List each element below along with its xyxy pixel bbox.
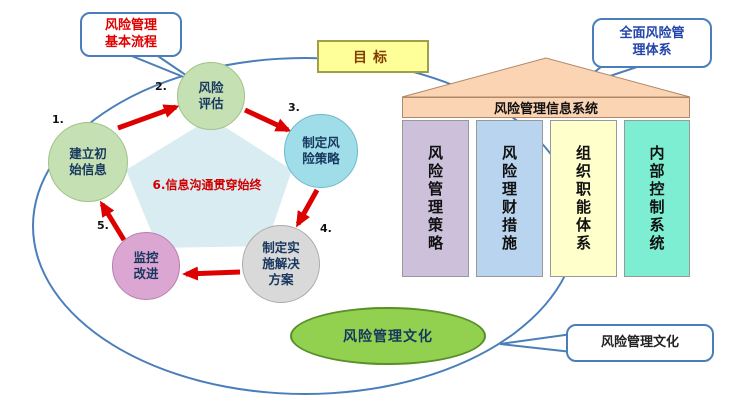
arrow-step4-step5	[182, 266, 241, 281]
cycle-pentagon	[126, 118, 292, 248]
callout-process-label: 风险管理 基本流程	[104, 17, 157, 50]
arrow-step1-step2	[117, 104, 180, 131]
cycle-step-3: 制定风 险策略	[284, 114, 358, 188]
callout-tail-culture	[499, 332, 573, 354]
cycle-step-2-label: 风险 评估	[198, 79, 224, 111]
cycle-step-4-label: 制定实 施解决 方案	[262, 239, 300, 288]
cycle-note: 6.信息沟通贯穿始终	[152, 178, 262, 192]
house-pillar-strategy-label: 风险管理策略	[426, 144, 444, 253]
callout-culture: 风险管理文化	[566, 324, 714, 362]
house-pillar-internal-control-label: 内部控制系统	[647, 144, 666, 253]
goal-box: 目标	[317, 40, 429, 73]
cycle-step-5-label: 监控 改进	[133, 249, 159, 281]
cycle-step-3-label: 制定风 险策略	[302, 134, 340, 166]
arrow-step5-step1	[99, 200, 127, 242]
culture-ellipse: 风险管理文化	[290, 307, 486, 365]
cycle-step-5-number: 5.	[97, 219, 109, 232]
house-pillar-strategy: 风险管理策略	[402, 120, 469, 277]
cycle-step-2-number: 2.	[155, 80, 167, 93]
cycle-step-4-number: 4.	[320, 222, 332, 235]
culture-ellipse-label: 风险管理文化	[343, 329, 433, 345]
cycle-step-1: 建立初 始信息	[48, 122, 128, 202]
arrow-step2-step3	[243, 107, 292, 133]
house-banner-label: 风险管理信息系统	[493, 102, 598, 117]
house-pillar-financing: 风险理财措施	[476, 120, 543, 277]
callout-process: 风险管理 基本流程	[80, 12, 182, 57]
house-pillar-organization-label: 组织职能体系	[574, 144, 592, 253]
cycle-step-2: 风险 评估	[177, 62, 245, 130]
arrow-step3-step4	[295, 188, 320, 228]
goal-label: 目标	[353, 49, 393, 66]
cycle-step-1-label: 建立初 始信息	[69, 145, 107, 177]
house-pillar-internal-control: 内部控制系统	[624, 120, 690, 277]
cycle-step-3-number: 3.	[288, 101, 300, 114]
house-pillar-financing-label: 风险理财措施	[500, 144, 518, 253]
callout-system-label: 全面风险管 理体系	[619, 26, 685, 58]
cycle-step-4: 制定实 施解决 方案	[242, 225, 320, 303]
house-banner: 风险管理信息系统	[402, 97, 690, 118]
cycle-step-1-number: 1.	[52, 113, 64, 126]
callout-culture-label: 风险管理文化	[600, 334, 679, 350]
callout-system: 全面风险管 理体系	[592, 18, 712, 68]
house-pillar-organization: 组织职能体系	[550, 120, 617, 277]
cycle-step-5: 监控 改进	[112, 232, 180, 300]
